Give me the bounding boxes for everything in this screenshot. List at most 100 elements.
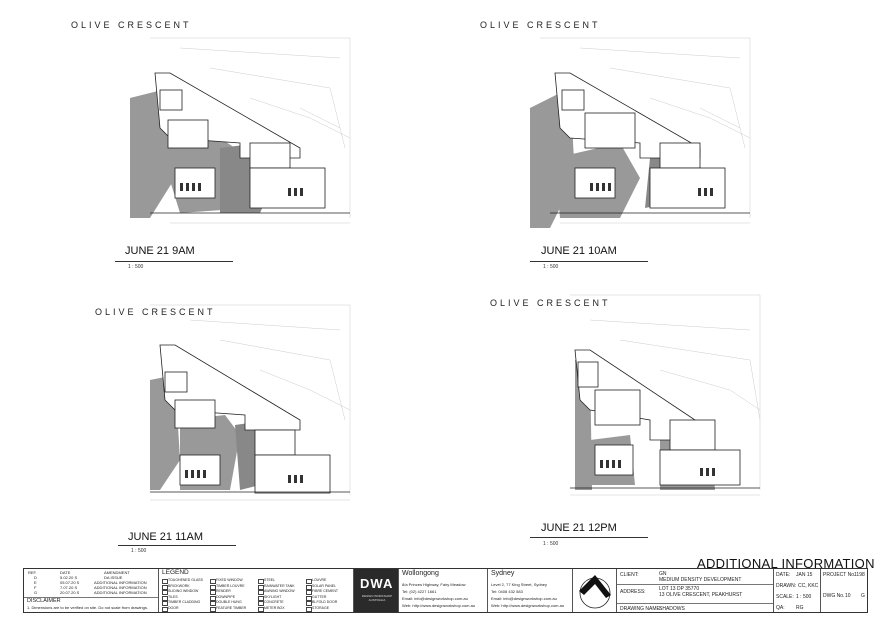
legend-swatch (210, 595, 216, 601)
legend-item: SKYLIGHT (264, 594, 282, 599)
office-tel: Tel: (02) 4227 1661 (402, 589, 437, 594)
shadow-plan-9am (130, 37, 351, 224)
office-tel: Tel: 0408 432 583 (491, 589, 523, 594)
qa-label: QA: (776, 605, 785, 611)
scale-value: 1 : 500 (796, 594, 812, 600)
caption-underline (115, 261, 233, 262)
legend-swatch (306, 601, 312, 606)
amend-date: 7.07.20 S (60, 585, 78, 590)
amend-ref: F (34, 585, 37, 590)
drawn-value: CC, KKC (798, 583, 819, 589)
office-web: Web: http://www.designworkshop.com.au (402, 603, 476, 608)
legend-swatch (162, 606, 168, 612)
legend-swatch (306, 579, 312, 584)
logo-subtitle: DESIGN WORKSHOP AUSTRALIA (361, 594, 393, 602)
caption-underline (530, 537, 648, 538)
caption-underline (118, 545, 236, 546)
divider (24, 597, 158, 598)
legend-item: STORAGE (312, 605, 330, 610)
legend-title: LEGEND (162, 569, 189, 576)
amend-text: ADDITIONAL INFORMATION (94, 585, 147, 590)
amend-date: 5.02.20 S (60, 575, 78, 580)
drawing-name-value: SHADOWS (659, 606, 685, 612)
legend-item: STEEL (264, 578, 276, 582)
shadow-plan-11am (150, 304, 351, 501)
dwg-no-value: 10 (845, 593, 851, 599)
legend-item: DOOR (168, 605, 179, 610)
divider (617, 603, 773, 604)
legend-swatch (306, 606, 312, 612)
amend-header-date: DATE (60, 570, 71, 575)
legend-swatch (162, 584, 168, 590)
revision-value: G (861, 593, 865, 599)
legend-swatch (162, 601, 168, 606)
client-value-2: MEDIUM DENSITY DEVELOPMENT (659, 577, 742, 583)
legend-item: AWNING WINDOW (264, 589, 295, 593)
legend-swatch (258, 606, 264, 612)
amend-header-ref: REF. (28, 570, 37, 575)
office-email: Email: info@designworkshop.com.au (402, 596, 468, 601)
date-label: DATE: (776, 572, 791, 578)
caption-view3: JUNE 21 11AM (128, 531, 203, 543)
legend-item: FIBRE CEMENT (312, 589, 339, 593)
caption-underline (530, 261, 648, 262)
scale-label: SCALE: (776, 594, 794, 600)
amend-header-amendment: AMENDMENT (104, 570, 130, 575)
legend-swatch (258, 601, 264, 606)
legend-item: TIMBER CLADDING (168, 600, 201, 604)
address-label: ADDRESS: (620, 589, 646, 595)
amend-text: ADDITIONAL INFORMATION (94, 580, 147, 585)
legend-swatch (162, 595, 168, 601)
amend-ref: D (34, 575, 37, 580)
legend-swatch (162, 579, 168, 584)
legend-swatch (210, 579, 216, 584)
legend-item: FEATURE TIMBER (216, 605, 247, 610)
amend-date: 20.07.20 S (60, 590, 80, 595)
shadow-plan-12pm (570, 294, 761, 496)
legend-swatch (306, 584, 312, 590)
legend-item: GUTTER (312, 594, 327, 599)
dwg-no-label: DWG No. (823, 593, 845, 599)
office-wollongong: Wollongong 8/a Princes Highway, Fairy Me… (399, 569, 488, 612)
legend-item: DOWNPIPE (216, 594, 236, 599)
drawing-name-label: DRAWING NAME: (620, 606, 662, 612)
office-city: Sydney (491, 570, 515, 577)
legend-item: RAINWATER TANK (264, 583, 295, 588)
date-value: JAN 15 (796, 572, 813, 578)
shadow-plan-10am (530, 37, 751, 228)
client-value: GN (659, 571, 667, 577)
legend-item: LOUVRE (312, 578, 327, 582)
disclaimer-title: DISCLAIMER (27, 598, 61, 604)
project-no-value: 1198 (854, 572, 865, 578)
legend-swatch (258, 590, 264, 595)
legend-item: BRICKWORK (168, 583, 190, 588)
legend-swatch (306, 590, 312, 595)
north-arrow-panel (573, 569, 617, 612)
legend-swatch (210, 606, 216, 612)
sheet-meta-panel: DATE: JAN 15 DRAWN: CC, KKC SCALE: 1 : 5… (774, 569, 821, 612)
legend-item: TILES (168, 594, 178, 599)
amend-text: ADDITIONAL INFORMATION (94, 590, 147, 595)
legend-item: BI-FOLD DOOR (312, 600, 338, 604)
client-label: CLIENT: (620, 572, 639, 578)
sheet-title: ADDITIONAL INFORMATION (697, 556, 875, 571)
street-label-view2: OLIVE CRESCENT (480, 20, 601, 30)
logo-panel: DWA DESIGN WORKSHOP AUSTRALIA (354, 569, 399, 612)
amend-ref: G (34, 590, 38, 595)
office-address: 8/a Princes Highway, Fairy Meadow (402, 582, 466, 587)
scale-view2: 1 : 500 (543, 264, 559, 270)
office-city: Wollongong (402, 570, 439, 577)
legend-item: TIMBER LOUVRE (216, 583, 245, 588)
legend-item: DOUBLE HUNG (216, 600, 242, 604)
legend-swatch (258, 579, 264, 584)
address-line2: 13 OLIVE CRESCENT, PEAKHURST (659, 592, 743, 598)
address-line1: LOT 13 DP 35770 (659, 586, 700, 592)
office-sydney: Sydney Level 2, 77 King Street, Sydney T… (488, 569, 573, 612)
legend-item: FIXED WINDOW (216, 578, 243, 582)
legend-swatch (306, 595, 312, 601)
legend-item: TOUGHENED GLASS (168, 578, 203, 582)
street-label-view1: OLIVE CRESCENT (71, 20, 192, 30)
legend-swatch (258, 584, 264, 590)
legend-swatch (258, 595, 264, 601)
